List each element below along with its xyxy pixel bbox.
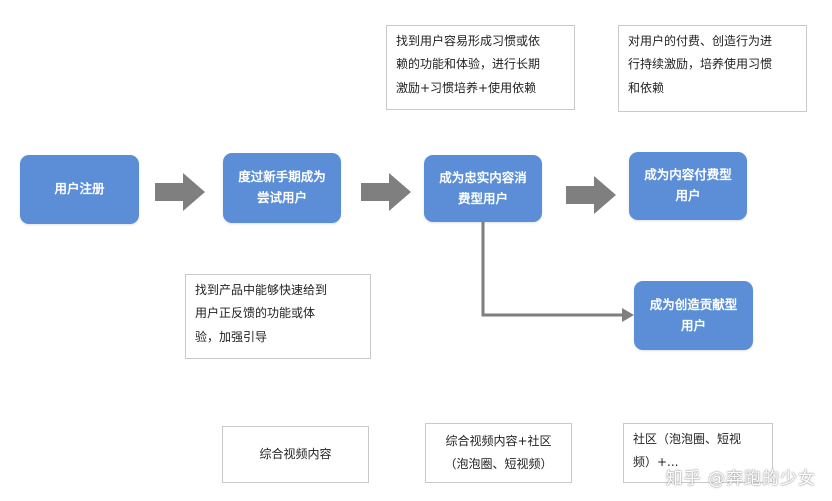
stage-paying-label: 成为内容付费型 用户 bbox=[644, 167, 732, 203]
stage-novice-label: 度过新手期成为 尝试用户 bbox=[238, 169, 326, 205]
note-paying-tip: 对用户的付费、创造行为进 行持续激励，培养使用习惯 和依赖 bbox=[618, 25, 807, 112]
arrow-loyal-to-paying bbox=[566, 176, 616, 214]
stage-loyal: 成为忠实内容消 费型用户 bbox=[424, 155, 542, 222]
note-novice-tip: 找到产品中能够快速给到 用户正反馈的功能或体 验，加强引导 bbox=[185, 274, 371, 359]
stage-paying: 成为内容付费型 用户 bbox=[629, 152, 747, 220]
content-box-2: 综合视频内容+社区 （泡泡圈、短视频） bbox=[425, 423, 572, 483]
note-novice-tip-text: 找到产品中能够快速给到 用户正反馈的功能或体 验，加强引导 bbox=[195, 283, 328, 344]
content-box-1-text: 综合视频内容 bbox=[259, 446, 332, 461]
arrow-novice-to-loyal bbox=[361, 173, 411, 211]
content-box-3: 社区（泡泡圈、短视 频）+... bbox=[623, 423, 773, 483]
content-box-1: 综合视频内容 bbox=[222, 426, 369, 483]
note-loyal-tip-text: 找到用户容易形成习惯或依 赖的功能和体验，进行长期 激励+习惯培养+使用依赖 bbox=[396, 34, 541, 95]
note-paying-tip-text: 对用户的付费、创造行为进 行持续激励，培养使用习惯 和依赖 bbox=[628, 34, 773, 95]
arrow-register-to-novice bbox=[155, 173, 205, 211]
content-box-2-text: 综合视频内容+社区 （泡泡圈、短视频） bbox=[444, 433, 553, 471]
note-loyal-tip: 找到用户容易形成习惯或依 赖的功能和体验，进行长期 激励+习惯培养+使用依赖 bbox=[386, 25, 575, 110]
stage-novice: 度过新手期成为 尝试用户 bbox=[223, 153, 341, 223]
stage-creator-label: 成为创造贡献型 用户 bbox=[649, 296, 738, 333]
stage-loyal-label: 成为忠实内容消 费型用户 bbox=[439, 169, 527, 206]
stage-register-label: 用户注册 bbox=[54, 181, 105, 197]
stage-creator: 成为创造贡献型 用户 bbox=[634, 281, 753, 350]
stage-register: 用户注册 bbox=[20, 155, 139, 224]
content-box-3-text: 社区（泡泡圈、短视 频）+... bbox=[633, 432, 742, 470]
watermark: 知乎 @奔跑的少女 bbox=[665, 469, 816, 489]
